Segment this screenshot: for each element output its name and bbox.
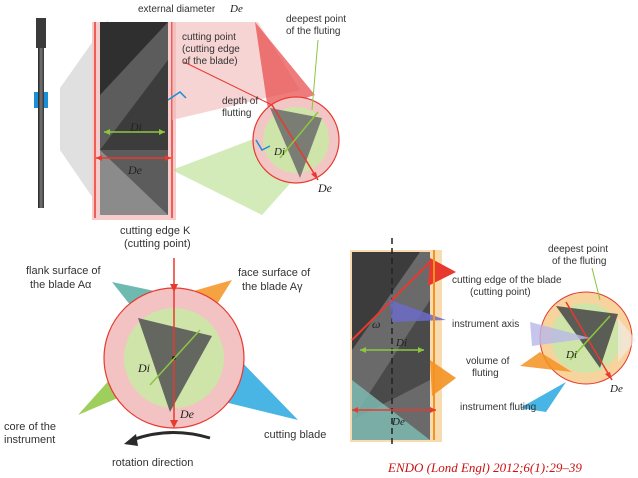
flute-twist-2 (100, 60, 168, 150)
leader-cutting-point (183, 61, 273, 106)
file-handle (36, 18, 46, 48)
deepest-label-2: of the fluting (552, 256, 606, 267)
top-panel: Di De Di De external diameter De cutting… (34, 3, 346, 220)
bottom-left-panel: Di De cutting edge K (cutting point) fla… (4, 225, 326, 469)
deepest-point-label-1: deepest point (286, 14, 346, 25)
core-label-2: instrument (4, 434, 55, 446)
de-label-circle: De (609, 383, 623, 395)
cutting-edge-blade-label-2: (cutting point) (470, 287, 531, 298)
external-diameter-label: external diameter (138, 4, 216, 15)
cutting-edge-label-1: cutting edge K (120, 225, 191, 237)
core-label-1: core of the (4, 421, 56, 433)
flute-twist-3 (100, 150, 168, 215)
leader-deepest-bottom (591, 267, 601, 301)
cutting-edge-line (351, 259, 433, 341)
face-label-1: face surface of (238, 267, 311, 279)
citation: ENDO (Lond Engl) 2012;6(1):29–39 (387, 460, 582, 475)
volume-label-2: fluting (472, 368, 499, 379)
fluting-projection (520, 382, 566, 412)
red-wedge (255, 22, 315, 110)
flank-label-1: flank surface of (26, 265, 102, 277)
di-label-circle: Di (565, 349, 577, 361)
di-arrow-bottom-left (149, 329, 201, 386)
depth-marker-left (167, 91, 187, 101)
deepest-point-label-2: of the fluting (286, 26, 340, 37)
depth-label-2: flutting (222, 108, 251, 119)
di-label-right: Di (273, 146, 285, 158)
de-label-bottom-left: De (179, 407, 195, 421)
cutting-point-label-3: of the blade) (182, 56, 238, 67)
flank-label-2: the blade Aα (30, 279, 92, 291)
cutting-edge-blade-label-1: cutting edge of the blade (452, 275, 562, 286)
face-label-2: the blade Aγ (242, 281, 303, 293)
helix-twist-1 (352, 252, 420, 350)
volume-label-1: volume of (466, 356, 510, 367)
omega-label: ω (372, 317, 380, 331)
depth-marker-right (255, 139, 271, 151)
leader-deepest-point (311, 39, 319, 111)
external-diameter-symbol: De (229, 3, 243, 15)
instrument-fluting-label: instrument fluting (460, 402, 536, 413)
de-arrow-right (271, 104, 319, 181)
cutting-blade-label: cutting blade (264, 429, 326, 441)
di-arrow-right (279, 111, 319, 159)
depth-label-1: depth of (222, 96, 258, 107)
cutting-point-label-1: cutting point (182, 32, 236, 43)
axis-projection (530, 322, 590, 346)
de-label-left: De (127, 163, 143, 177)
rotation-arrowhead (124, 434, 138, 446)
cutting-edge-label-2: (cutting point) (124, 238, 191, 250)
volume-projection (520, 352, 572, 372)
de-label-bottom-right: De (391, 416, 405, 428)
helix-twist-2 (352, 300, 430, 420)
volume-wedge (430, 360, 456, 396)
di-label-bottom-left: Di (137, 361, 150, 375)
deepest-label-1: deepest point (548, 244, 608, 255)
axis-wedge (390, 300, 446, 322)
file-shaft (38, 48, 44, 208)
bottom-right-panel: Di De ω Di De deepest point of the fluti… (350, 238, 636, 448)
instrument-axis-label: instrument axis (452, 319, 519, 330)
rotation-arrow (131, 430, 211, 442)
rotation-label: rotation direction (112, 457, 193, 469)
di-label-left: Di (129, 120, 142, 134)
di-label-bottom-right: Di (395, 337, 407, 349)
rotation-blade (138, 318, 212, 412)
de-arrow-circle (565, 301, 613, 381)
de-label-right: De (317, 181, 333, 195)
flute-twist-1 (100, 22, 168, 95)
cutting-point-label-2: (cutting edge (182, 44, 240, 55)
